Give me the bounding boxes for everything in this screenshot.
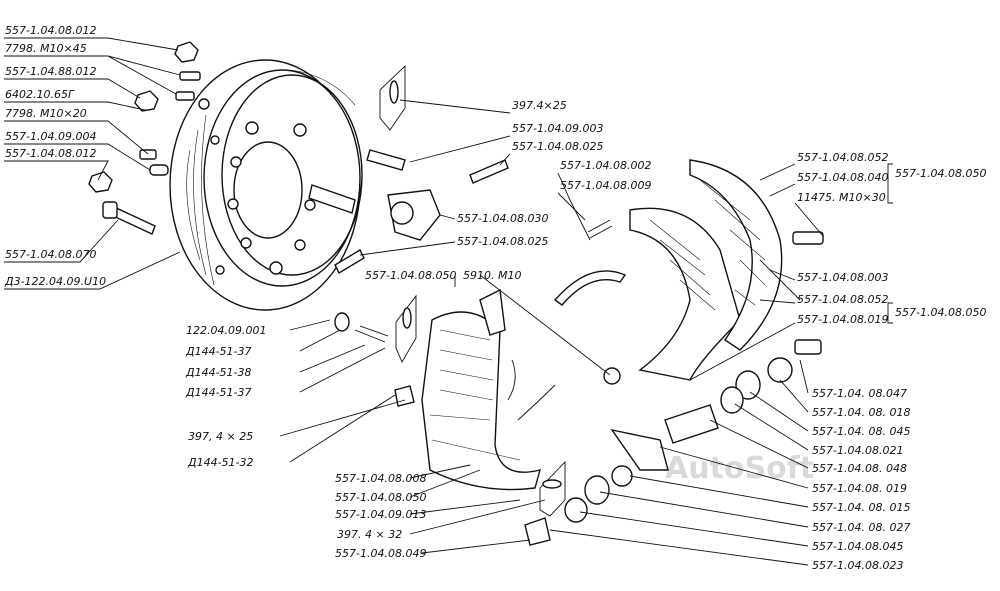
label-22: 11475. M10×30 [797, 191, 886, 204]
label-21: 557-1.04.08.050 [895, 167, 986, 180]
label-39: 557-1.04. 08. 018 [812, 406, 910, 419]
label-28: Д144-51-37 [185, 345, 252, 358]
label-47: 557-1.04.08.023 [812, 559, 903, 572]
label-26: 557-1.04.08.050 [895, 306, 986, 319]
label-27: 122.04.09.001 [186, 324, 266, 337]
label-19: 557-1.04.08.052 [797, 151, 888, 164]
label-46: 557-1.04.08.045 [812, 540, 903, 553]
label-35: 557-1.04.09.013 [335, 508, 426, 521]
brake-shoe-upper [553, 159, 783, 385]
watermark-text: AutoSoft [665, 451, 814, 486]
label-6: 557-1.04.09.004 [5, 130, 96, 143]
label-13: 557-1.04.08.002 [560, 159, 651, 172]
label-30: Д144-51-37 [185, 386, 252, 399]
label-8: 557-1.04.08.070 [5, 248, 96, 261]
label-23: 557-1.04.08.003 [797, 271, 888, 284]
label-41: 557-1.04.08.021 [812, 444, 903, 457]
label-12: 557-1.04.08.025 [512, 140, 603, 153]
label-20: 557-1.04.08.040 [797, 171, 888, 184]
label-25: 557-1.04.08.019 [797, 313, 888, 326]
label-7: 557-1.04.08.012 [5, 147, 96, 160]
label-3: 557-1.04.88.012 [5, 65, 96, 78]
label-17: 557-1.04.08.050 [365, 269, 456, 282]
label-40: 557-1.04. 08. 045 [812, 425, 910, 438]
part-labels: 557-1.04.08.012 7798. M10×45 557-1.04.88… [4, 24, 986, 572]
label-37: 557-1.04.08.049 [335, 547, 426, 560]
wheel-cylinder-group [308, 149, 509, 274]
cotter-pins [379, 64, 566, 517]
label-5: 7798. M10×20 [5, 107, 87, 120]
label-15: 557-1.04.08.030 [457, 212, 548, 225]
label-36: 397. 4 × 32 [337, 528, 402, 541]
label-14: 557-1.04.08.009 [560, 179, 651, 192]
label-9: Д3-122.04.09.U10 [4, 275, 106, 288]
label-1: 557-1.04.08.012 [5, 24, 96, 37]
label-11: 557-1.04.09.003 [512, 122, 603, 135]
leader-lines [4, 37, 893, 566]
hardware-left [88, 41, 210, 235]
label-34: 557-1.04.08.050 [335, 491, 426, 504]
label-43: 557-1.04.08. 019 [812, 482, 907, 495]
label-4: 6402.10.65Г [5, 88, 75, 101]
label-38: 557-1.04. 08.047 [812, 387, 907, 400]
label-32: Д144-51-32 [187, 456, 254, 469]
label-45: 557-1.04. 08. 027 [812, 521, 910, 534]
label-18: 5910. M10 [463, 269, 521, 282]
label-29: Д144-51-38 [185, 366, 252, 379]
label-10: 397.4×25 [512, 99, 567, 112]
label-31: 397, 4 × 25 [188, 430, 253, 443]
brake-shoe-lower [421, 288, 556, 491]
label-2: 7798. M10×45 [5, 42, 87, 55]
brake-backing-plate [169, 59, 363, 311]
label-42: 557-1.04.08. 048 [812, 462, 907, 475]
label-24: 557-1.04.08.052 [797, 293, 888, 306]
label-44: 557-1.04. 08. 015 [812, 501, 910, 514]
label-33: 557-1.04.08.008 [335, 472, 426, 485]
label-16: 557-1.04.08.025 [457, 235, 548, 248]
